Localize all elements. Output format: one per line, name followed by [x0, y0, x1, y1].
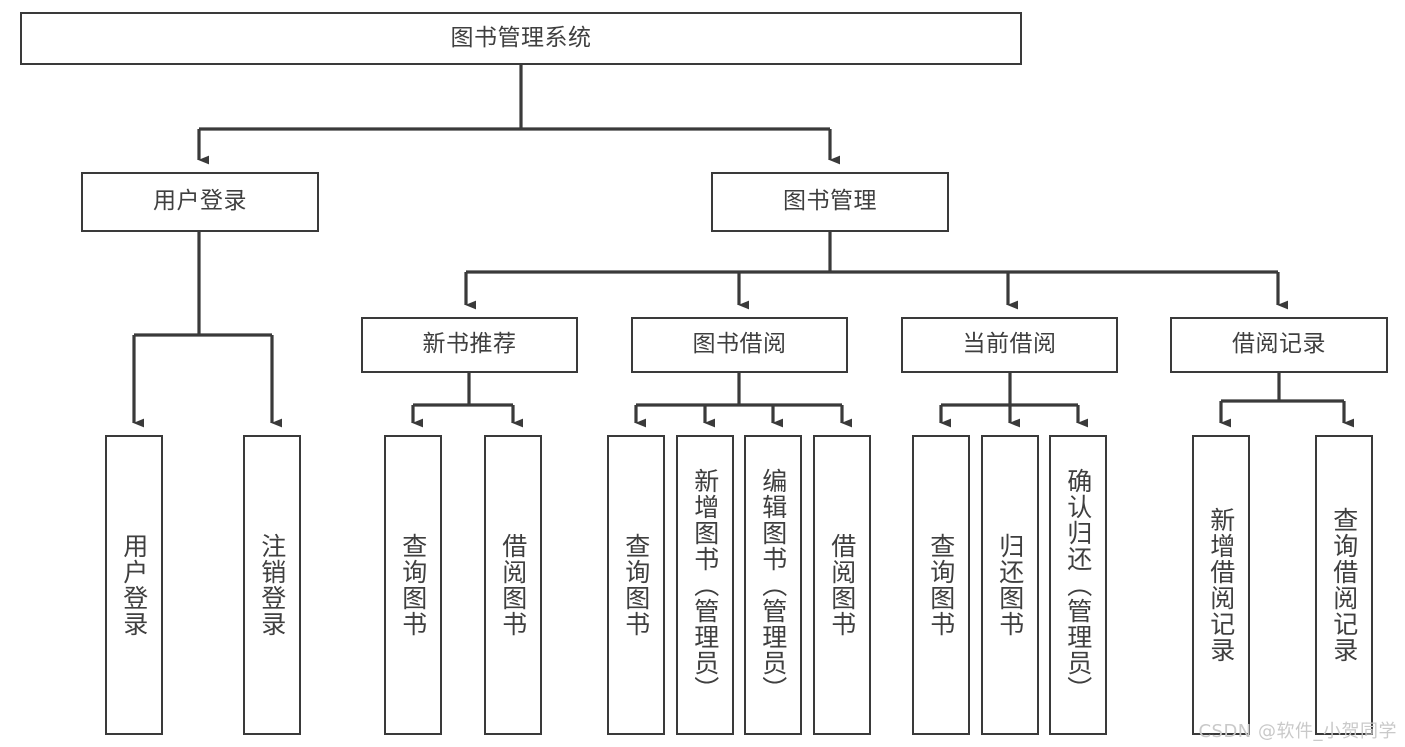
leaf-logout-login[interactable]: 注销登录 — [243, 435, 301, 735]
node-current-borrow[interactable]: 当前借阅 — [901, 317, 1118, 373]
node-label: 归还图书 — [995, 533, 1025, 637]
node-label: 新增图书（管理员） — [690, 468, 720, 702]
leaf-add-borrow-record[interactable]: 新增借阅记录 — [1192, 435, 1250, 735]
node-label: 编辑图书（管理员） — [758, 468, 788, 702]
leaf-query-book-recommend[interactable]: 查询图书 — [384, 435, 442, 735]
leaf-borrow-book[interactable]: 借阅图书 — [813, 435, 871, 735]
node-label: 借阅图书 — [498, 533, 528, 637]
node-label: 图书管理系统 — [450, 24, 592, 51]
leaf-return-book[interactable]: 归还图书 — [981, 435, 1039, 735]
node-label: 查询图书 — [926, 533, 956, 637]
node-label: 注销登录 — [257, 533, 287, 637]
node-label: 图书借阅 — [692, 331, 787, 358]
node-new-book-recommend[interactable]: 新书推荐 — [361, 317, 578, 373]
node-borrow-record[interactable]: 借阅记录 — [1170, 317, 1388, 373]
node-label: 新书推荐 — [422, 331, 517, 358]
node-label: 用户登录 — [153, 188, 247, 215]
node-root-system[interactable]: 图书管理系统 — [20, 12, 1022, 65]
node-label: 查询借阅记录 — [1329, 507, 1359, 663]
leaf-borrow-book-recommend[interactable]: 借阅图书 — [484, 435, 542, 735]
node-label: 用户登录 — [119, 533, 149, 637]
leaf-user-login[interactable]: 用户登录 — [105, 435, 163, 735]
node-label: 当前借阅 — [962, 331, 1057, 358]
leaf-add-book[interactable]: 新增图书（管理员） — [676, 435, 734, 735]
leaf-confirm-return[interactable]: 确认归还（管理员） — [1049, 435, 1107, 735]
node-book-borrow[interactable]: 图书借阅 — [631, 317, 848, 373]
node-label: 确认归还（管理员） — [1063, 468, 1093, 702]
watermark-text: CSDN @软件_小贺同学 — [1198, 721, 1397, 742]
node-label: 查询图书 — [621, 533, 651, 637]
node-label: 查询图书 — [398, 533, 428, 637]
leaf-edit-book[interactable]: 编辑图书（管理员） — [744, 435, 802, 735]
node-label: 图书管理 — [783, 188, 877, 215]
leaf-query-book-borrow[interactable]: 查询图书 — [607, 435, 665, 735]
node-book-manage[interactable]: 图书管理 — [711, 172, 949, 232]
node-user-login[interactable]: 用户登录 — [81, 172, 319, 232]
node-label: 借阅图书 — [827, 533, 857, 637]
leaf-query-borrow-record[interactable]: 查询借阅记录 — [1315, 435, 1373, 735]
node-label: 新增借阅记录 — [1206, 507, 1236, 663]
leaf-query-book-current[interactable]: 查询图书 — [912, 435, 970, 735]
node-label: 借阅记录 — [1232, 331, 1326, 358]
